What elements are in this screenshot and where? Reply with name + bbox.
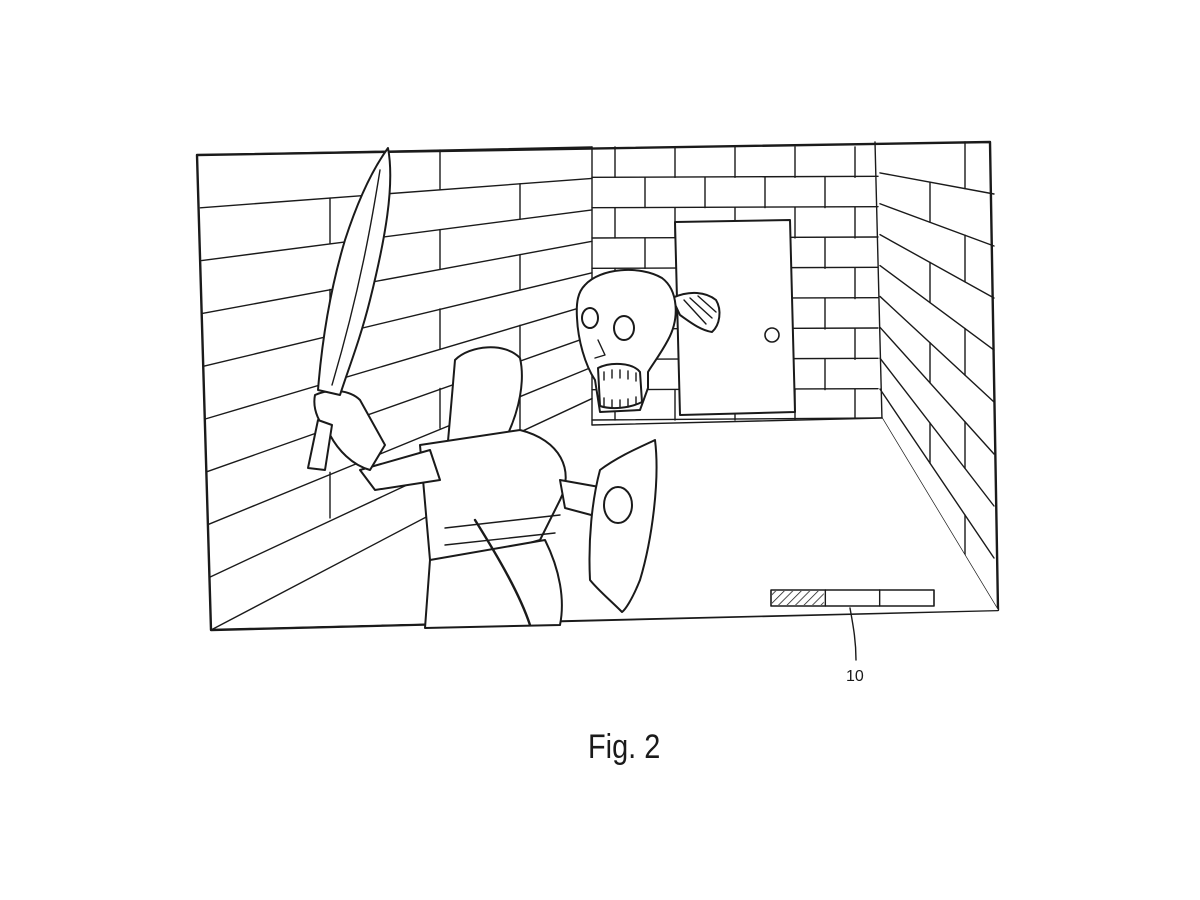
brick-mortar-line (879, 357, 995, 507)
reference-leader-line (849, 607, 857, 661)
door (674, 219, 796, 416)
brick-mortar-line (207, 366, 593, 526)
figure-caption: Fig. 2 (588, 728, 661, 766)
health-bar (770, 589, 935, 607)
brick-mortar-line (206, 334, 593, 473)
skull-eye-right (613, 315, 635, 341)
health-bar-fill (772, 591, 824, 605)
brick-wall-right (879, 141, 995, 563)
reference-numeral-10: 10 (846, 668, 864, 685)
shield (588, 439, 658, 613)
skull-enemy (575, 268, 721, 413)
brick-mortar-line (879, 326, 995, 455)
skull-eye-left (581, 307, 599, 329)
brick-mortar-line (202, 240, 593, 315)
brick-mortar-line (879, 295, 995, 403)
brick-mortar-line (879, 264, 995, 351)
brick-mortar-line (208, 397, 593, 578)
health-bar-frame (770, 589, 935, 607)
player-character (313, 346, 611, 629)
door-knob (764, 327, 780, 343)
brick-mortar-line (879, 388, 995, 559)
brick-mortar-line (879, 233, 995, 299)
sword (307, 147, 392, 471)
brick-mortar-line (879, 172, 995, 195)
brick-wall-left (199, 149, 593, 578)
brick-mortar-line (200, 209, 593, 262)
brick-mortar-line (879, 203, 995, 247)
brick-mortar-line (199, 177, 593, 209)
brick-mortar-line (204, 303, 593, 420)
brick-mortar-line (203, 272, 593, 367)
